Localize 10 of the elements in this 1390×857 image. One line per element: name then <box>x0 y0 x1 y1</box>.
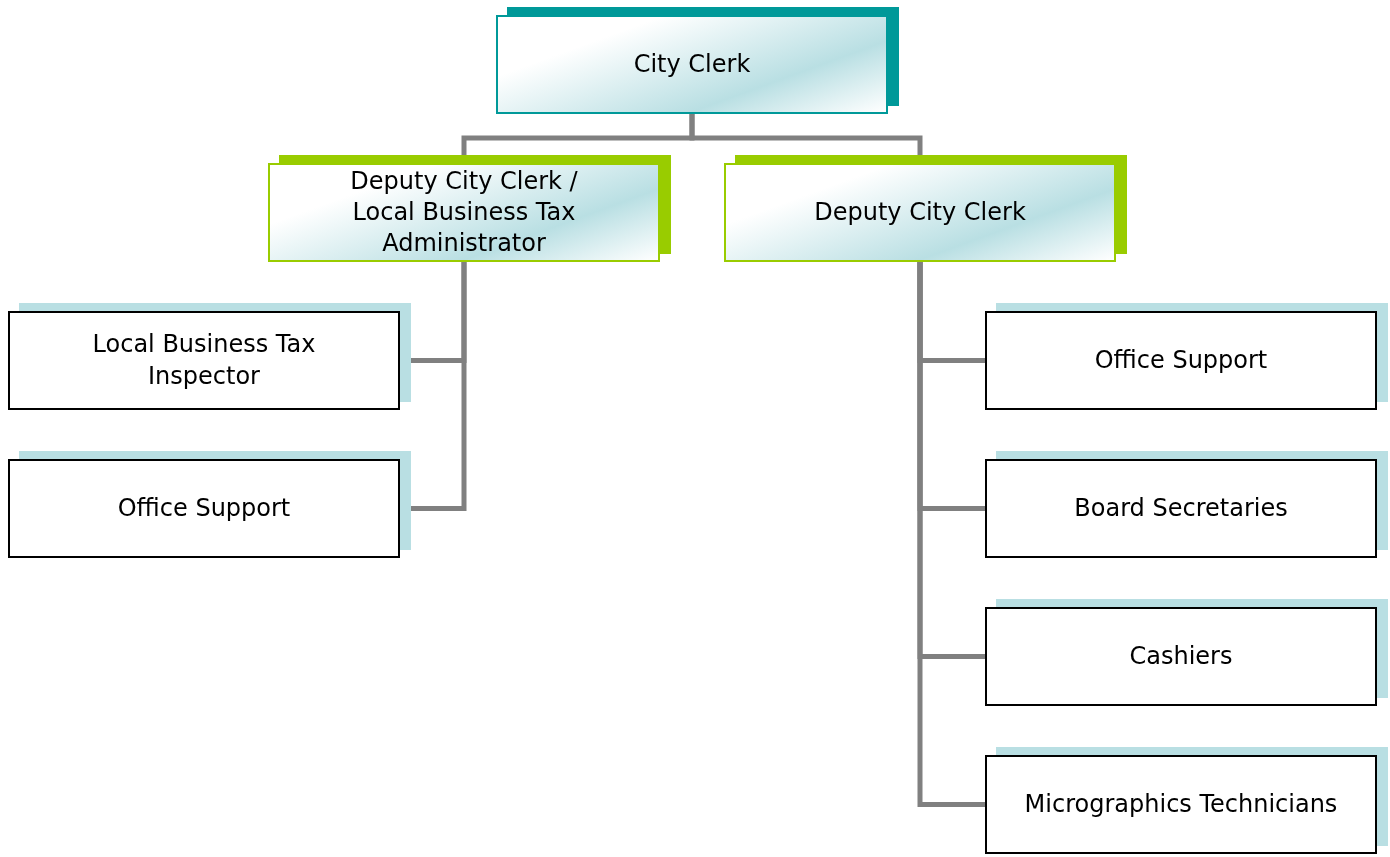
role-label: City Clerk <box>633 48 751 80</box>
role-label: Board Secretaries <box>1074 492 1288 524</box>
connector-line <box>917 262 985 807</box>
role-label: Office Support <box>117 492 291 524</box>
role-label: Office Support <box>1094 344 1268 376</box>
role-label: Cashiers <box>1129 640 1233 672</box>
role-label: Micrographics Technicians <box>1024 788 1338 820</box>
role-label: Local Business Tax Inspector <box>91 329 317 392</box>
role-label: Deputy City Clerk / Local Business Tax Administrator <box>349 165 579 260</box>
role-label: Deputy City Clerk <box>814 196 1026 228</box>
